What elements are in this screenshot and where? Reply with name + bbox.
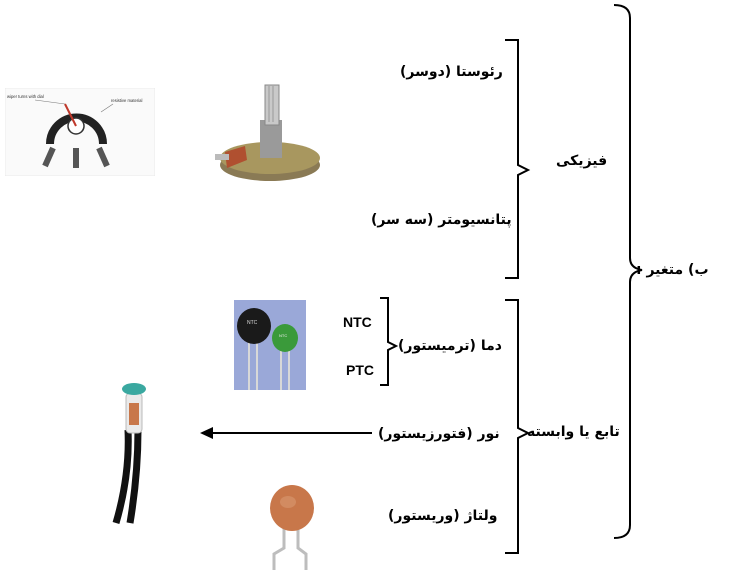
photoresistor-label: نور (فتورزیستور) xyxy=(378,426,500,442)
root-bracket xyxy=(613,4,643,539)
thermistor-label: دما (ترمیستور) xyxy=(398,338,502,354)
wiper-annotation: wiper turns with dial xyxy=(7,94,44,99)
root-label: ب) متغیر : xyxy=(636,262,709,278)
potentiometer-diagram-icon: wiper turns with dial resistive material xyxy=(4,87,156,177)
thermistor-photo-icon: NTC NTC xyxy=(234,300,306,390)
photoresistor-photo-icon xyxy=(108,375,158,525)
potentiometer-photo-icon xyxy=(205,80,325,195)
ntc-black-text: NTC xyxy=(247,320,258,326)
varistor-label: ولتاژ (وریستور) xyxy=(388,508,498,524)
varistor-photo-icon xyxy=(266,482,318,570)
dependent-bracket xyxy=(505,299,531,554)
resistive-annotation: resistive material xyxy=(111,98,142,103)
ptc-label: PTC xyxy=(346,362,374,378)
physical-bracket xyxy=(505,39,531,279)
thermistor-bracket xyxy=(380,297,399,386)
ntc-label: NTC xyxy=(343,314,372,330)
dependent-label: تابع یا وابسته xyxy=(527,424,620,440)
light-arrow-head xyxy=(200,427,213,439)
rheostat-label: رئوستا (دوسر) xyxy=(400,64,503,80)
physical-label: فیزیکی xyxy=(556,153,608,169)
ntc-green-text: NTC xyxy=(279,333,287,338)
potentiometer-label: پتانسیومتر (سه سر) xyxy=(371,212,512,228)
